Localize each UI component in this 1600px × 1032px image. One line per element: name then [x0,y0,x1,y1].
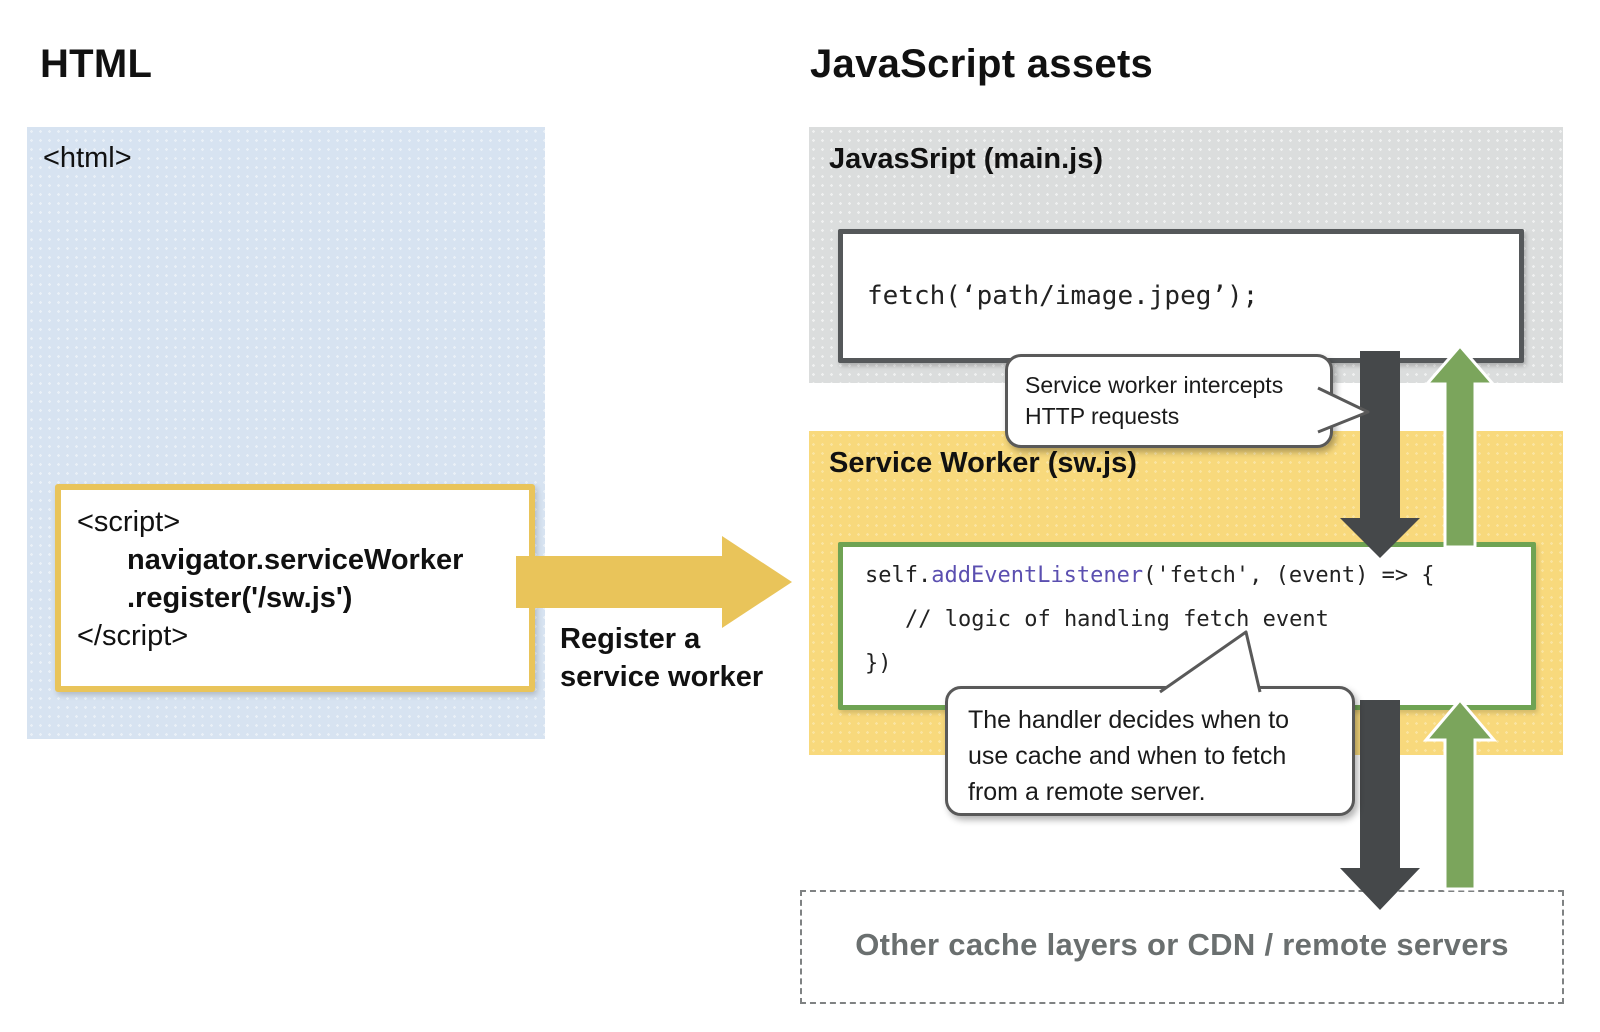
sw-code-box: self.addEventListener('fetch', (event) =… [838,542,1536,710]
sw-code-line2: // logic of handling fetch event [905,607,1329,632]
handler-callout-line1: The handler decides when to [968,706,1290,734]
register-label-line1: Register a [560,623,701,655]
service-worker-panel-title: Service Worker (sw.js) [829,447,1137,479]
register-script-code-box: <script> navigator.serviceWorker .regist… [55,484,535,692]
fetch-code-box: fetch(‘path/image.jpeg’); [838,229,1524,363]
mainjs-panel-title: JavasSript (main.js) [829,143,1103,175]
sw-code-self: self. [865,563,932,588]
intercept-callout-bubble: Service worker intercepts HTTP requests [1005,354,1333,448]
sw-code-args: ('fetch', (event) => { [1143,563,1435,588]
html-tag-label: <html> [43,142,132,174]
register-service-worker-label: Register a service worker [560,620,763,696]
register-label-line2: service worker [560,661,764,693]
script-close-tag: </script> [77,620,189,652]
remote-servers-box: Other cache layers or CDN / remote serve… [800,890,1564,1004]
fetch-code: fetch(‘path/image.jpeg’); [867,281,1259,311]
sw-code-line1: self.addEventListener('fetch', (event) =… [865,563,1435,588]
sw-code-addeventlistener: addEventListener [931,563,1144,588]
handler-callout-line3: from a remote server. [968,778,1206,806]
script-open-tag: <script> [77,506,181,538]
javascript-assets-heading: JavaScript assets [810,42,1154,86]
script-line-navigator: navigator.serviceWorker [127,544,464,576]
register-script-code: <script> navigator.serviceWorker .regist… [61,490,529,655]
script-line-register: .register('/sw.js') [127,582,353,614]
intercept-callout-line1: Service worker intercepts [1025,372,1284,398]
html-section-heading: HTML [40,42,153,86]
handler-callout-line2: use cache and when to fetch [968,742,1287,770]
intercept-callout-line2: HTTP requests [1025,403,1180,429]
register-arrow [516,536,792,628]
handler-callout-bubble: The handler decides when to use cache an… [945,686,1355,816]
handler-callout-text: The handler decides when to use cache an… [948,689,1352,810]
remote-servers-label: Other cache layers or CDN / remote serve… [855,927,1509,962]
sw-code-line3: }) [865,651,892,676]
intercept-callout-text: Service worker intercepts HTTP requests [1008,357,1330,432]
